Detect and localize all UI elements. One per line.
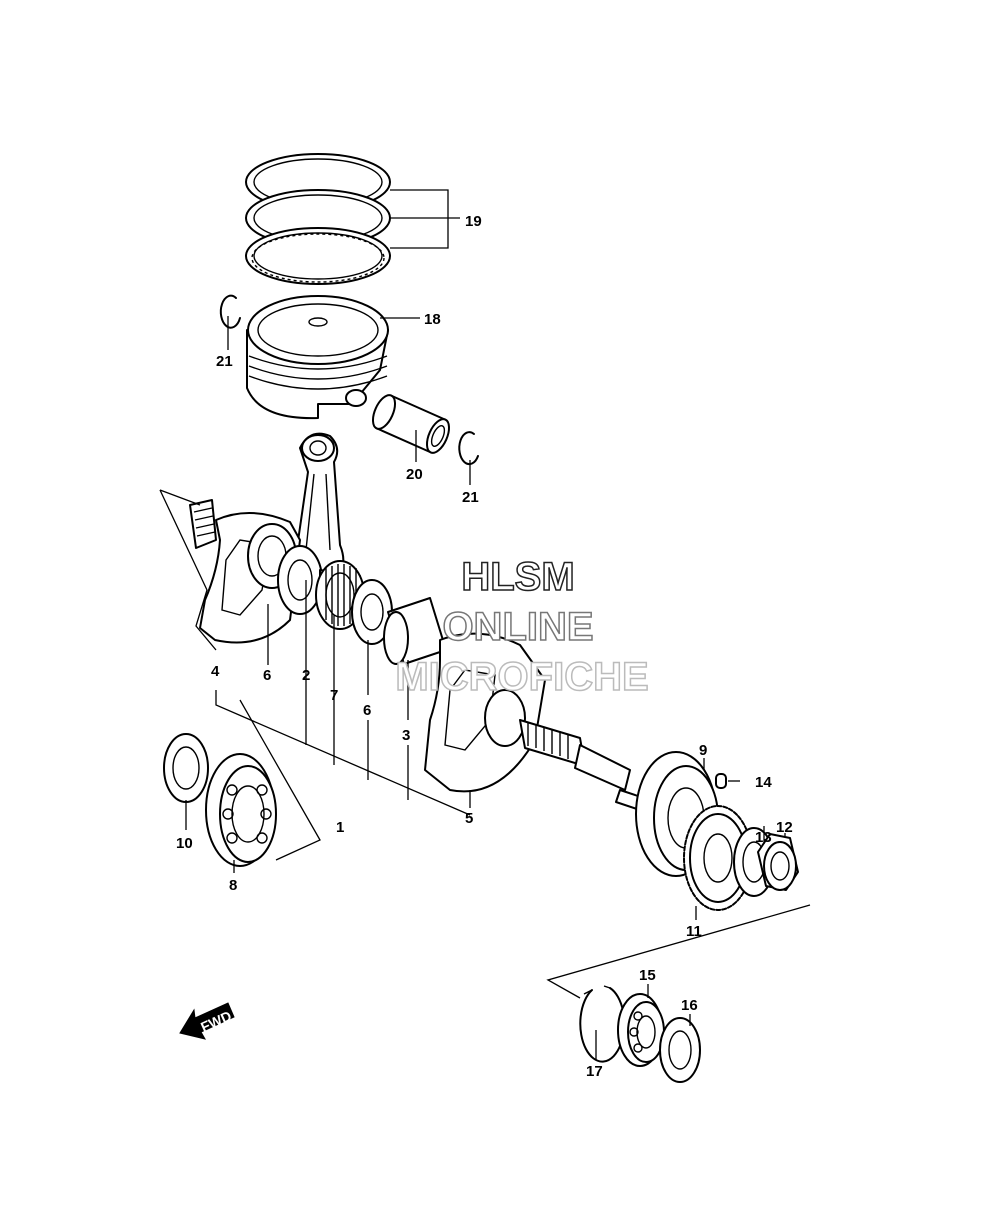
piston[interactable] <box>246 295 389 420</box>
callout-15: 15 <box>639 967 656 984</box>
left-crankshaft-bearing[interactable] <box>205 753 277 867</box>
primary-drive-gear[interactable] <box>683 805 753 911</box>
callout-13: 13 <box>755 829 772 846</box>
callout-17: 17 <box>586 1063 603 1080</box>
callout-1: 1 <box>336 819 344 836</box>
fwd-label: FWD <box>198 1008 234 1036</box>
callout-21-left: 21 <box>216 353 233 370</box>
callout-18: 18 <box>424 311 441 328</box>
callout-3: 3 <box>402 727 410 744</box>
callout-5: 5 <box>465 810 473 827</box>
callout-20: 20 <box>406 466 423 483</box>
watermark: HLSM ONLINE MICROFICHE <box>395 554 650 700</box>
callout-7: 7 <box>330 687 338 704</box>
leader-lines <box>159 189 811 1060</box>
crankshaft-nut[interactable] <box>757 833 799 891</box>
callout-labels: 1 2 3 4 5 6 6 7 8 9 10 11 12 13 14 15 16… <box>176 213 793 1080</box>
watermark-line-3: MICROFICHE <box>395 655 648 699</box>
piston-rings[interactable] <box>245 153 391 285</box>
piston-pin-circlip-left[interactable] <box>219 294 241 329</box>
callout-12: 12 <box>776 819 793 836</box>
thrust-washer-left[interactable] <box>277 545 323 615</box>
dowel-pin[interactable] <box>715 773 727 789</box>
callout-21-right: 21 <box>462 489 479 506</box>
watermark-line-2: ONLINE <box>442 605 593 649</box>
callout-11: 11 <box>686 923 702 940</box>
callout-16: 16 <box>681 997 698 1014</box>
fwd-arrow-icon: FWD <box>179 1002 235 1040</box>
callout-10: 10 <box>176 835 193 852</box>
callout-6-right: 6 <box>363 702 371 719</box>
crankshaft-right[interactable] <box>424 632 651 813</box>
callout-14: 14 <box>755 774 772 791</box>
callout-9: 9 <box>699 742 707 759</box>
watermark-line-1: HLSM <box>461 555 574 599</box>
piston-pin[interactable] <box>368 392 453 456</box>
callout-19: 19 <box>465 213 482 230</box>
callout-2: 2 <box>302 667 310 684</box>
outer-oil-seal[interactable] <box>659 1017 701 1083</box>
piston-pin-circlip-right[interactable] <box>458 431 479 466</box>
crank-pin[interactable] <box>383 597 447 665</box>
outer-bearing[interactable] <box>617 993 665 1067</box>
left-oil-seal[interactable] <box>163 733 209 803</box>
callout-6-left: 6 <box>263 667 271 684</box>
callout-4: 4 <box>211 663 220 680</box>
callout-8: 8 <box>229 877 237 894</box>
